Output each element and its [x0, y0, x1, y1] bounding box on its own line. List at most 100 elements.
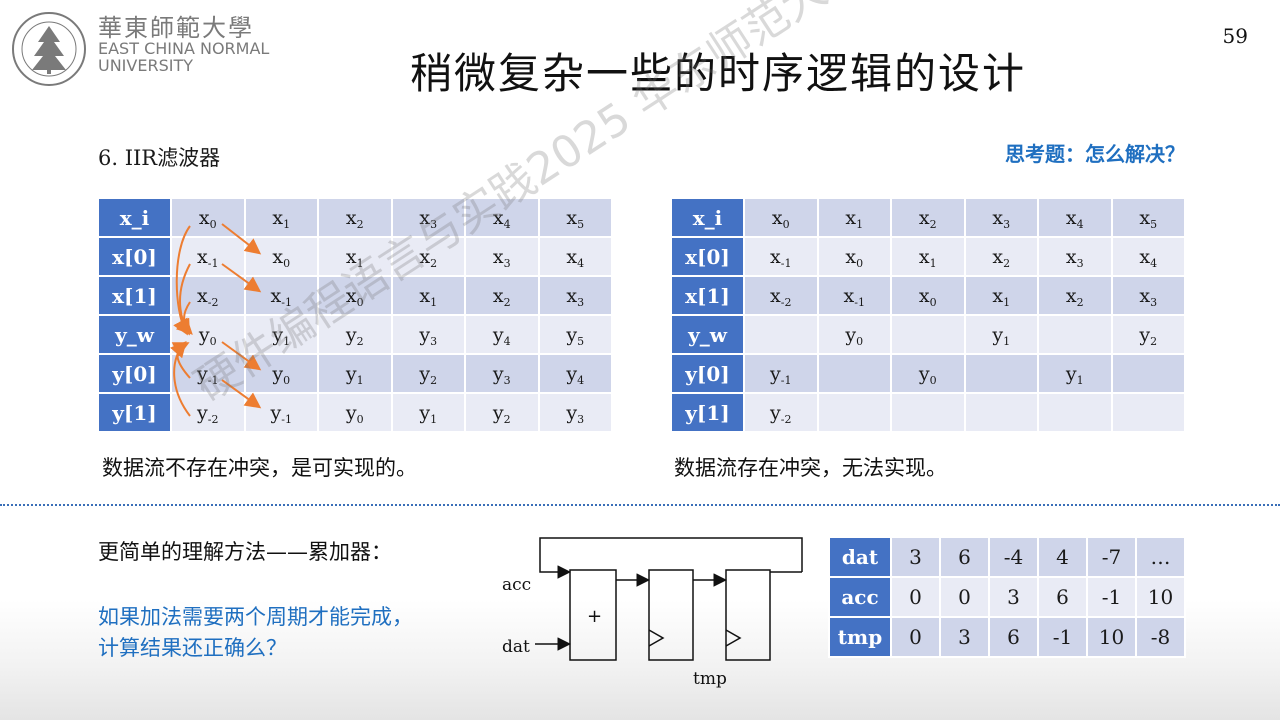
cell-symbol: y	[272, 323, 284, 346]
row-header: y_w	[670, 314, 745, 355]
cell-symbol: x	[843, 284, 855, 307]
cell-subscript: 1	[1003, 295, 1011, 309]
cell-subscript: 0	[283, 256, 291, 270]
cell-symbol: x	[918, 245, 930, 268]
table-cell: y1	[317, 353, 393, 394]
cell-subscript: 3	[503, 256, 511, 270]
table-cell: y1	[390, 392, 466, 433]
table-cell: 0	[939, 576, 990, 618]
dat-input-label: dat	[502, 637, 530, 657]
table-cell: x3	[1037, 236, 1113, 277]
table-cell: x1	[243, 197, 319, 238]
page-number: 59	[1222, 24, 1248, 48]
cell-subscript: -2	[207, 412, 219, 426]
table-cell	[1037, 314, 1113, 355]
cell-subscript: -2	[780, 295, 792, 309]
accumulator-question-line1: 如果加法需要两个周期才能完成，	[98, 605, 413, 629]
table-cell: 6	[1037, 576, 1088, 618]
cell-symbol: y	[419, 401, 431, 424]
cell-subscript: -1	[207, 256, 219, 270]
cell-symbol: y	[345, 401, 357, 424]
table-cell: x1	[963, 275, 1039, 316]
table-cell: 6	[988, 616, 1039, 658]
table-cell: y4	[464, 314, 540, 355]
cell-symbol: x	[419, 206, 431, 229]
table-cell	[963, 392, 1039, 433]
table-cell: x0	[743, 197, 819, 238]
table-cell: x4	[1110, 236, 1186, 277]
cell-subscript: 2	[1150, 334, 1158, 348]
table-cell: 10	[1135, 576, 1186, 618]
cell-symbol: y	[272, 362, 284, 385]
table-cell: x3	[390, 197, 466, 238]
cell-symbol: y	[345, 323, 357, 346]
cell-symbol: x	[566, 245, 578, 268]
row-header: x_i	[97, 197, 172, 238]
table-cell: x5	[537, 197, 613, 238]
section-divider	[0, 504, 1280, 506]
cell-subscript: 4	[1076, 217, 1084, 231]
table-cell: x1	[890, 236, 966, 277]
row-header: dat	[828, 536, 892, 578]
table-row: y[1]y-2	[670, 392, 1186, 433]
table-cell: y1	[1037, 353, 1113, 394]
table-cell: -4	[988, 536, 1039, 578]
cell-symbol: y	[770, 362, 781, 385]
cell-symbol: y	[492, 323, 504, 346]
cell-symbol: x	[198, 206, 210, 229]
cell-symbol: x	[1065, 206, 1077, 229]
cell-subscript: 1	[283, 334, 291, 348]
cell-symbol: y	[566, 362, 578, 385]
table-cell: x-2	[743, 275, 819, 316]
accumulator-intro: 更简单的理解方法——累加器：	[98, 540, 392, 564]
table-cell: x2	[464, 275, 540, 316]
table-cell: y0	[816, 314, 892, 355]
accumulator-question: 如果加法需要两个周期才能完成， 计算结果还正确么？	[98, 602, 413, 664]
adder-block	[569, 569, 617, 661]
cell-symbol: y	[197, 362, 208, 385]
cell-subscript: -2	[207, 295, 219, 309]
cell-subscript: -1	[281, 295, 292, 309]
table-cell: x4	[1037, 197, 1113, 238]
table-cell: y2	[464, 392, 540, 433]
table-cell: x2	[963, 236, 1039, 277]
cell-subscript: -1	[281, 412, 292, 426]
cell-subscript: 0	[209, 334, 217, 348]
cell-subscript: 2	[356, 334, 364, 348]
cell-subscript: 0	[929, 373, 937, 387]
university-emblem-icon	[12, 12, 86, 86]
cell-symbol: x	[419, 245, 431, 268]
table-cell: -1	[1037, 616, 1088, 658]
cell-subscript: 1	[856, 217, 864, 231]
table-cell: 3	[890, 536, 941, 578]
cell-subscript: 1	[283, 217, 291, 231]
table-cell	[890, 392, 966, 433]
cell-subscript: 1	[430, 412, 438, 426]
acc-input-label: acc	[502, 575, 531, 595]
table-cell: x2	[317, 197, 393, 238]
cell-symbol: y	[566, 401, 578, 424]
cell-symbol: x	[845, 245, 857, 268]
cell-symbol: x	[992, 206, 1004, 229]
table-cell: x-1	[743, 236, 819, 277]
table-cell: y3	[464, 353, 540, 394]
table-cell: x5	[1110, 197, 1186, 238]
cell-subscript: -1	[780, 256, 792, 270]
accumulator-diagram: acc dat + tmp	[502, 537, 803, 689]
cell-symbol: x	[770, 245, 781, 268]
cell-symbol: x	[771, 206, 783, 229]
table-cell: -8	[1135, 616, 1186, 658]
table-cell: x0	[317, 275, 393, 316]
table-cell: y3	[390, 314, 466, 355]
cell-subscript: 2	[503, 295, 511, 309]
cell-subscript: 4	[503, 334, 511, 348]
cell-subscript: -1	[780, 373, 792, 387]
cell-symbol: x	[197, 245, 208, 268]
